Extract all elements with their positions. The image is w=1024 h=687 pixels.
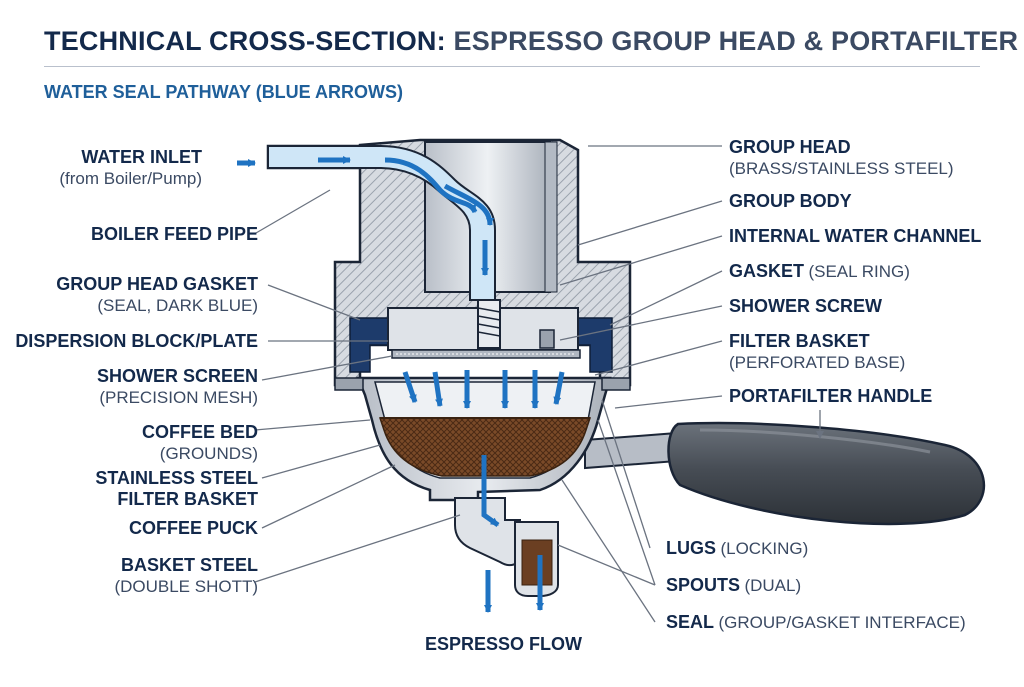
label-gasket: GASKET (SEAL RING) bbox=[729, 261, 910, 281]
label-dispersion-block: DISPERSION BLOCK/PLATE bbox=[15, 331, 258, 351]
label-group-head-gasket: GROUP HEAD GASKET (SEAL, DARK BLUE) bbox=[56, 274, 258, 315]
label-spouts: SPOUTS (DUAL) bbox=[666, 575, 802, 595]
label-shower-screw: SHOWER SCREW bbox=[729, 296, 882, 316]
label-lugs: LUGS (LOCKING) bbox=[666, 538, 809, 558]
portafilter-handle[interactable] bbox=[584, 421, 986, 526]
label-portafilter-handle: PORTAFILTER HANDLE bbox=[729, 386, 933, 406]
spouts bbox=[454, 497, 559, 597]
label-shower-screen: SHOWER SCREEN (PRECISION MESH) bbox=[96, 366, 258, 407]
label-basket-steel: BASKET STEEL (DOUBLE SHOTT) bbox=[114, 555, 258, 596]
label-internal-water-channel: INTERNAL WATER CHANNEL bbox=[729, 226, 982, 246]
lugs bbox=[334, 377, 631, 391]
water-flow-arrows bbox=[237, 156, 565, 613]
dispersion-block bbox=[387, 299, 579, 351]
label-group-body: GROUP BODY bbox=[729, 191, 852, 211]
label-filter-basket: FILTER BASKET (PERFORATED BASE) bbox=[729, 331, 906, 372]
title-light: ESPRESSO GROUP HEAD & PORTAFILTER bbox=[453, 26, 1019, 56]
label-coffee-bed: COFFEE BED (GROUNDS) bbox=[141, 422, 258, 463]
leader-lines bbox=[254, 145, 824, 623]
label-espresso-flow: ESPRESSO FLOW bbox=[425, 634, 583, 654]
shower-screen bbox=[391, 349, 581, 359]
subtitle: WATER SEAL PATHWAY (BLUE ARROWS) bbox=[44, 82, 404, 102]
label-seal: SEAL (GROUP/GASKET INTERFACE) bbox=[666, 612, 966, 632]
label-boiler-feed-pipe: BOILER FEED PIPE bbox=[90, 224, 258, 244]
label-group-head: GROUP HEAD (BRASS/STAINLESS STEEL) bbox=[729, 137, 954, 178]
title-bold: TECHNICAL CROSS-SECTION: bbox=[44, 26, 446, 56]
label-coffee-puck: COFFEE PUCK bbox=[128, 518, 258, 538]
label-stainless-basket: STAINLESS STEEL FILTER BASKET bbox=[95, 468, 258, 509]
label-water-inlet: WATER INLET (from Boiler/Pump) bbox=[59, 147, 202, 188]
title-divider bbox=[44, 66, 980, 67]
page-title: TECHNICAL CROSS-SECTION: ESPRESSO GROUP … bbox=[44, 26, 1018, 57]
